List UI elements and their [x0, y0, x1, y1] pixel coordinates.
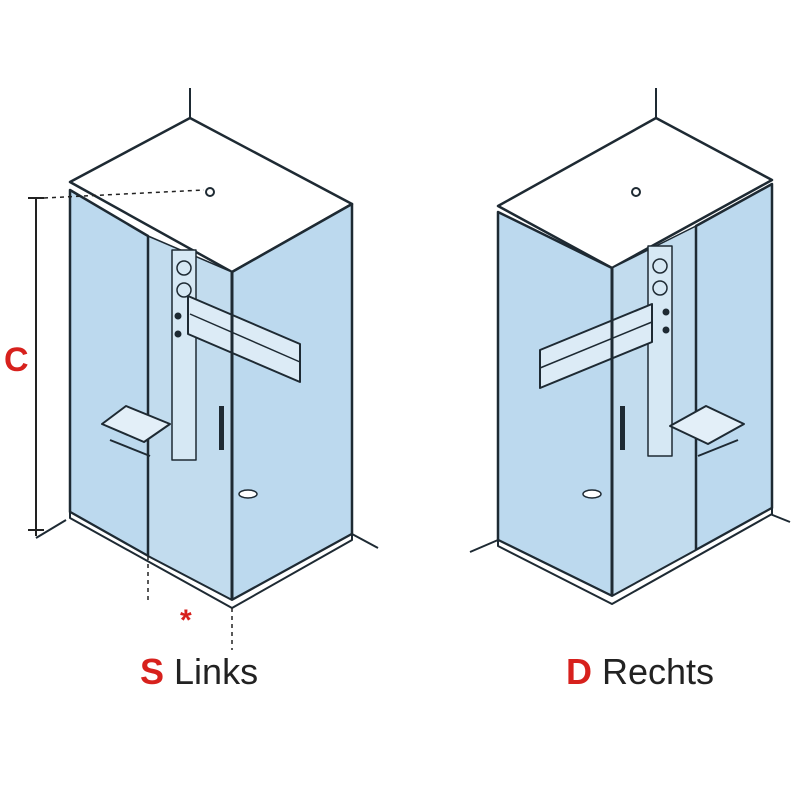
- glass-front-left: [230, 202, 354, 602]
- door-handle-left: [219, 406, 224, 450]
- variant-label-right: D Rechts: [566, 652, 714, 692]
- seat-right: [669, 405, 745, 445]
- variant-name-right: Rechts: [602, 651, 715, 692]
- tray-right: [497, 507, 773, 605]
- towel-rail-left: [187, 295, 301, 383]
- control-knob-left-1: [176, 260, 192, 276]
- dimension-c: [28, 189, 205, 536]
- control-knob-right-2: [652, 280, 668, 296]
- glass-side-right: [694, 182, 774, 552]
- variant-code-left: S: [140, 651, 165, 692]
- door-handle-right: [620, 406, 625, 450]
- asterisk-mark: *: [180, 604, 192, 637]
- variant-code-right: D: [566, 651, 592, 692]
- glass-side-left: [68, 188, 150, 558]
- glass-front-right: [496, 210, 614, 598]
- jet-left-1: [174, 312, 182, 320]
- drain-right: [582, 489, 602, 499]
- ceiling-shower-right: [631, 187, 641, 197]
- dimension-c-label: C: [4, 341, 29, 379]
- shower-column-left: [171, 249, 197, 461]
- variant-label-left: S Links: [140, 652, 258, 692]
- towel-rail-right: [539, 303, 653, 389]
- variant-name-left: Links: [174, 651, 259, 692]
- seat-left: [101, 405, 171, 443]
- cabin-left: [35, 88, 379, 609]
- jet-right-2: [662, 326, 670, 334]
- hinge-guides-left: [147, 556, 233, 650]
- drain-left: [238, 489, 258, 499]
- tray-left: [69, 511, 353, 609]
- jet-right-1: [662, 308, 670, 316]
- jet-left-2: [174, 330, 182, 338]
- shower-column-right: [647, 245, 673, 457]
- control-knob-right-1: [652, 258, 668, 274]
- control-knob-left-2: [176, 282, 192, 298]
- ceiling-shower-left: [205, 187, 215, 197]
- cabin-right: [469, 88, 791, 605]
